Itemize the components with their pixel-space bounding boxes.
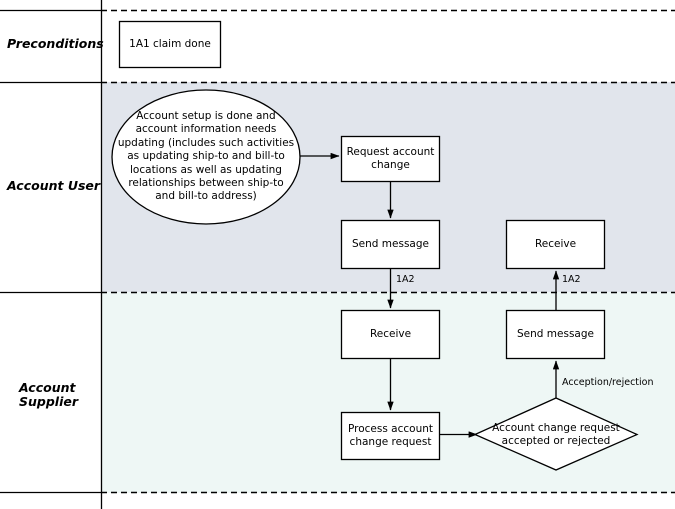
lane-label-preconditions: Preconditions bbox=[7, 36, 104, 51]
lane-background-preconditions bbox=[0, 10, 675, 82]
lane-label-account-supplier: Account Supplier bbox=[19, 380, 79, 409]
node-request-account-change[interactable] bbox=[340, 135, 441, 183]
node-start-ellipse[interactable] bbox=[111, 89, 301, 225]
node-supplier-send-message[interactable] bbox=[505, 309, 606, 360]
node-supplier-receive[interactable] bbox=[340, 309, 441, 360]
node-user-send-message[interactable] bbox=[340, 219, 441, 270]
node-precondition-claim[interactable] bbox=[118, 20, 222, 69]
lane-label-account-user: Account User bbox=[7, 178, 101, 193]
node-user-receive[interactable] bbox=[505, 219, 606, 270]
node-process-account-change-request[interactable] bbox=[340, 411, 441, 461]
lane-header-column-background bbox=[0, 10, 101, 493]
node-decision-accepted-rejected[interactable] bbox=[473, 397, 639, 471]
